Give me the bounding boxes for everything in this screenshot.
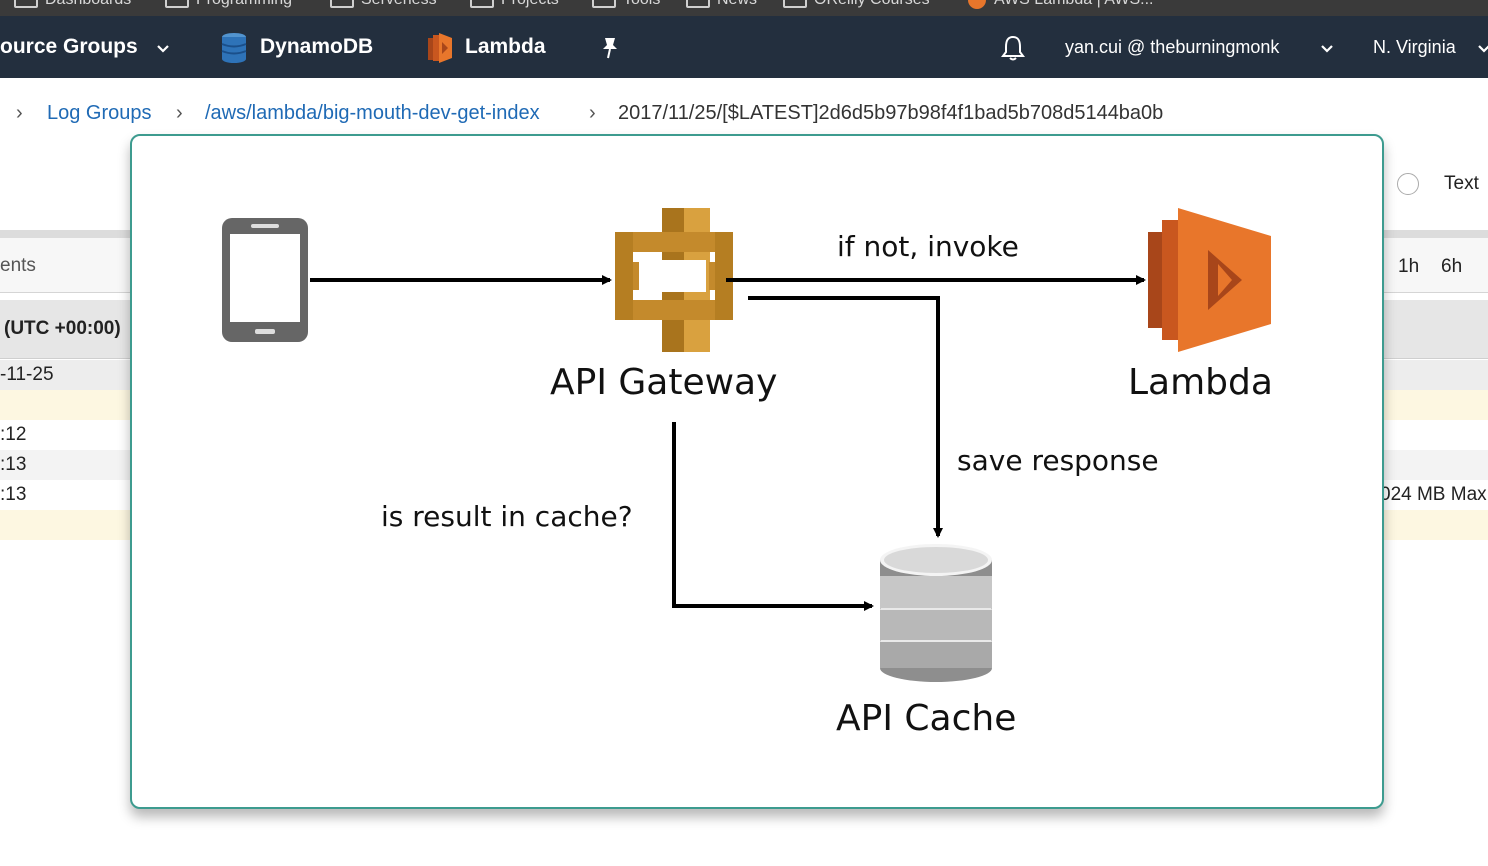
cache-check-edge-label: is result in cache? <box>381 500 633 533</box>
time-column-header: (UTC +00:00) <box>4 318 121 339</box>
breadcrumb-separator: › <box>176 102 183 124</box>
bookmark-aws-lambda[interactable]: AWS Lambda | AWS... <box>968 0 1153 9</box>
user-menu[interactable]: yan.cui @ theburningmonk <box>1065 37 1280 57</box>
bookmark-news[interactable]: News <box>686 0 757 9</box>
cache-check-arrow <box>672 422 874 611</box>
aws-top-nav: ource Groups DynamoDB Lambda yan.cui @ t… <box>0 16 1488 78</box>
folder-icon <box>165 0 189 9</box>
text-option-label: Text <box>1444 173 1479 194</box>
breadcrumb-log-stream: 2017/11/25/[$LATEST]2d6d5b97b98f4f1bad5b… <box>618 102 1164 124</box>
pin-icon[interactable] <box>599 36 621 60</box>
folder-icon <box>470 0 494 9</box>
dynamodb-link[interactable]: DynamoDB <box>260 35 374 58</box>
invoke-edge-label: if not, invoke <box>837 230 1019 263</box>
architecture-diagram: API Gateway Lambda API Cache if not, inv… <box>130 134 1384 809</box>
bookmark-serverless[interactable]: Serverless <box>330 0 437 9</box>
api-cache-label: API Cache <box>836 698 1017 739</box>
lambda-icon <box>1148 208 1271 352</box>
folder-icon <box>592 0 616 9</box>
folder-icon <box>330 0 354 9</box>
resource-groups-menu[interactable]: ource Groups <box>0 35 138 58</box>
bookmark-tools[interactable]: Tools <box>592 0 660 9</box>
save-response-edge-label: save response <box>957 444 1159 477</box>
filter-input[interactable]: ents <box>0 255 36 276</box>
log-time: :13 <box>0 454 27 475</box>
chevron-down-icon <box>157 45 169 53</box>
bookmark-programming[interactable]: Programming <box>165 0 292 9</box>
log-message: 024 MB Max <box>1380 484 1487 505</box>
text-radio[interactable] <box>1397 173 1419 195</box>
folder-icon <box>686 0 710 9</box>
region-menu[interactable]: N. Virginia <box>1373 37 1456 57</box>
bookmarks-bar: Dashboards Programming Serverless Projec… <box>0 0 1488 16</box>
save-response-arrow <box>748 296 943 538</box>
bookmark-projects[interactable]: Projects <box>470 0 559 9</box>
chevron-down-icon <box>1478 45 1488 53</box>
range-6h-button[interactable]: 6h <box>1441 256 1463 277</box>
api-gateway-icon <box>615 208 733 352</box>
breadcrumb-separator: › <box>16 102 23 124</box>
lambda-label: Lambda <box>1128 362 1273 403</box>
bookmark-dashboards[interactable]: Dashboards <box>14 0 131 9</box>
breadcrumb-separator: › <box>589 102 596 124</box>
date-row-label: -11-25 <box>0 364 54 385</box>
database-icon <box>880 544 992 682</box>
chevron-down-icon <box>1321 45 1333 53</box>
aws-favicon-icon <box>968 0 986 9</box>
breadcrumb-log-groups[interactable]: Log Groups <box>47 102 152 124</box>
log-time: :12 <box>0 424 27 445</box>
bell-icon[interactable] <box>1000 34 1026 62</box>
folder-icon <box>14 0 38 9</box>
bookmark-oreilly[interactable]: OReilly Courses <box>783 0 930 9</box>
breadcrumb: › Log Groups › /aws/lambda/big-mouth-dev… <box>0 102 1488 132</box>
range-1h-button[interactable]: 1h <box>1398 256 1420 277</box>
smartphone-icon <box>222 218 308 342</box>
diagram-canvas <box>222 208 1271 682</box>
lambda-icon <box>428 33 452 63</box>
lambda-link[interactable]: Lambda <box>465 35 546 58</box>
api-gateway-label: API Gateway <box>550 362 778 403</box>
log-time: :13 <box>0 484 27 505</box>
folder-icon <box>783 0 807 9</box>
dynamodb-icon <box>221 33 247 63</box>
breadcrumb-log-group[interactable]: /aws/lambda/big-mouth-dev-get-index <box>205 102 540 124</box>
